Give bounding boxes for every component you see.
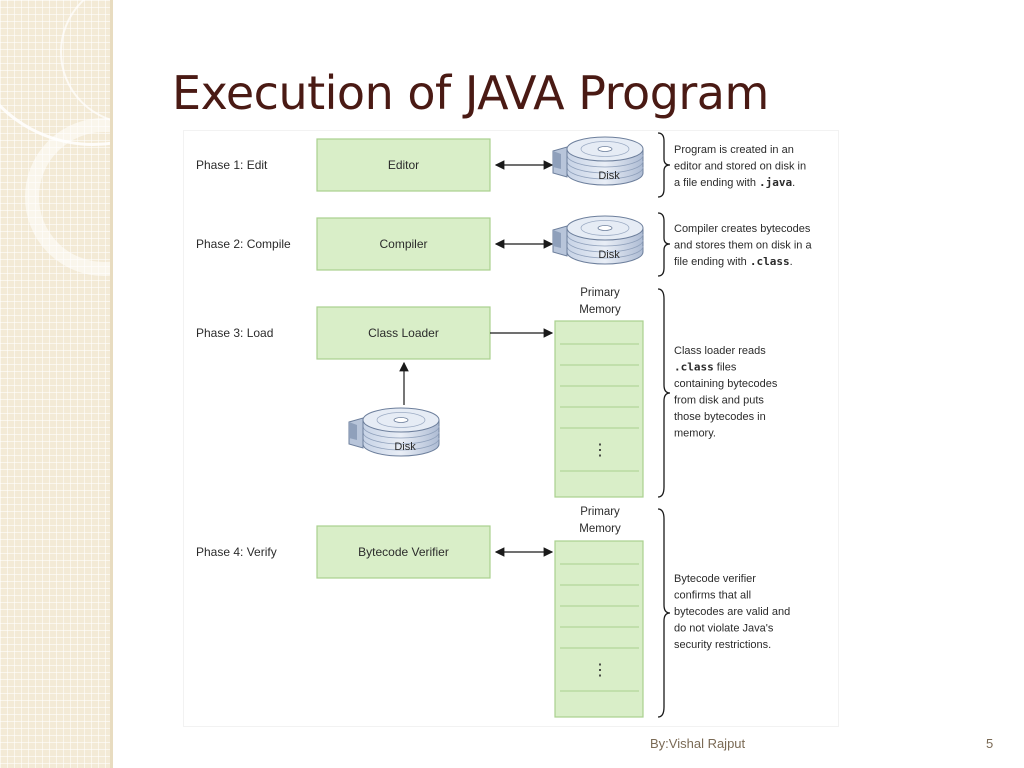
description-line: .class bbox=[674, 361, 714, 374]
description-line: .class bbox=[750, 255, 790, 268]
description-line: and stores them on disk in a bbox=[674, 240, 812, 252]
phase-2-description: Compiler creates bytecodes and stores the… bbox=[674, 223, 812, 268]
brace-phase3 bbox=[657, 288, 671, 498]
description-line: Program is created in an bbox=[674, 144, 794, 156]
memory-label-line1: Primary bbox=[580, 506, 620, 518]
memory-ellipsis: ⋮ bbox=[592, 662, 608, 679]
decorative-side-band bbox=[0, 0, 113, 768]
disk-icon: Disk bbox=[348, 407, 440, 457]
disk-label: Disk bbox=[598, 249, 620, 261]
primary-memory-phase3: ⋮ bbox=[554, 320, 644, 498]
description-line: bytecodes are valid and bbox=[674, 606, 790, 618]
memory-label-line2: Memory bbox=[579, 304, 621, 316]
brace-phase2 bbox=[657, 212, 671, 277]
description-line: editor and stored on disk in bbox=[674, 161, 806, 173]
editor-box-label: Editor bbox=[388, 158, 419, 172]
java-execution-diagram: Phase 1: Edit Phase 2: Compile Phase 3: … bbox=[183, 130, 839, 727]
phase-4-description: Bytecode verifier confirms that all byteco… bbox=[674, 573, 790, 651]
disk-label: Disk bbox=[394, 441, 416, 453]
description-line: confirms that all bbox=[674, 590, 751, 602]
phase-3-label: Phase 3: Load bbox=[196, 326, 273, 340]
description-line: . bbox=[790, 256, 793, 268]
description-line: from disk and puts bbox=[674, 395, 764, 407]
description-line: Bytecode verifier bbox=[674, 573, 756, 585]
diagram-svg: Phase 1: Edit Phase 2: Compile Phase 3: … bbox=[196, 132, 812, 718]
compiler-box bbox=[316, 217, 491, 271]
description-line: file ending with bbox=[674, 256, 750, 268]
class-loader-box-label: Class Loader bbox=[368, 326, 439, 340]
description-line: files bbox=[714, 362, 737, 374]
memory-label-line1: Primary bbox=[580, 287, 620, 299]
phase-2-label: Phase 2: Compile bbox=[196, 237, 291, 251]
slide-title: Execution of JAVA Program bbox=[172, 66, 769, 120]
page-number: 5 bbox=[986, 736, 994, 751]
brace-phase4 bbox=[657, 508, 671, 718]
compiler-box-label: Compiler bbox=[379, 237, 427, 251]
description-line: those bytecodes in bbox=[674, 411, 766, 423]
phase-3-description: Class loader reads .class files containing… bbox=[674, 345, 778, 440]
description-line: memory. bbox=[674, 428, 716, 440]
description-line: security restrictions. bbox=[674, 639, 771, 651]
phase-4-label: Phase 4: Verify bbox=[196, 545, 277, 559]
disk-icon: Disk bbox=[552, 215, 644, 265]
description-line: do not violate Java's bbox=[674, 623, 774, 635]
class-loader-box bbox=[316, 306, 491, 360]
disk-label: Disk bbox=[598, 170, 620, 182]
description-line: . bbox=[792, 177, 795, 189]
decorative-ring bbox=[25, 118, 113, 276]
phase-1-description: Program is created in an editor and store… bbox=[674, 144, 806, 189]
memory-label-line2: Memory bbox=[579, 523, 621, 535]
disk-icon: Disk bbox=[552, 136, 644, 186]
editor-box bbox=[316, 138, 491, 192]
footer-author: By:Vishal Rajput bbox=[650, 736, 746, 751]
memory-ellipsis: ⋮ bbox=[592, 442, 608, 459]
phase-1-label: Phase 1: Edit bbox=[196, 158, 268, 172]
description-line: a file ending with bbox=[674, 177, 759, 189]
description-line: containing bytecodes bbox=[674, 378, 778, 390]
primary-memory-phase4: ⋮ bbox=[554, 540, 644, 718]
description-line: Class loader reads bbox=[674, 345, 766, 357]
brace-phase1 bbox=[657, 132, 671, 198]
bytecode-verifier-box bbox=[316, 525, 491, 579]
description-line: Compiler creates bytecodes bbox=[674, 223, 811, 235]
description-line: .java bbox=[759, 176, 792, 189]
bytecode-verifier-box-label: Bytecode Verifier bbox=[358, 545, 449, 559]
